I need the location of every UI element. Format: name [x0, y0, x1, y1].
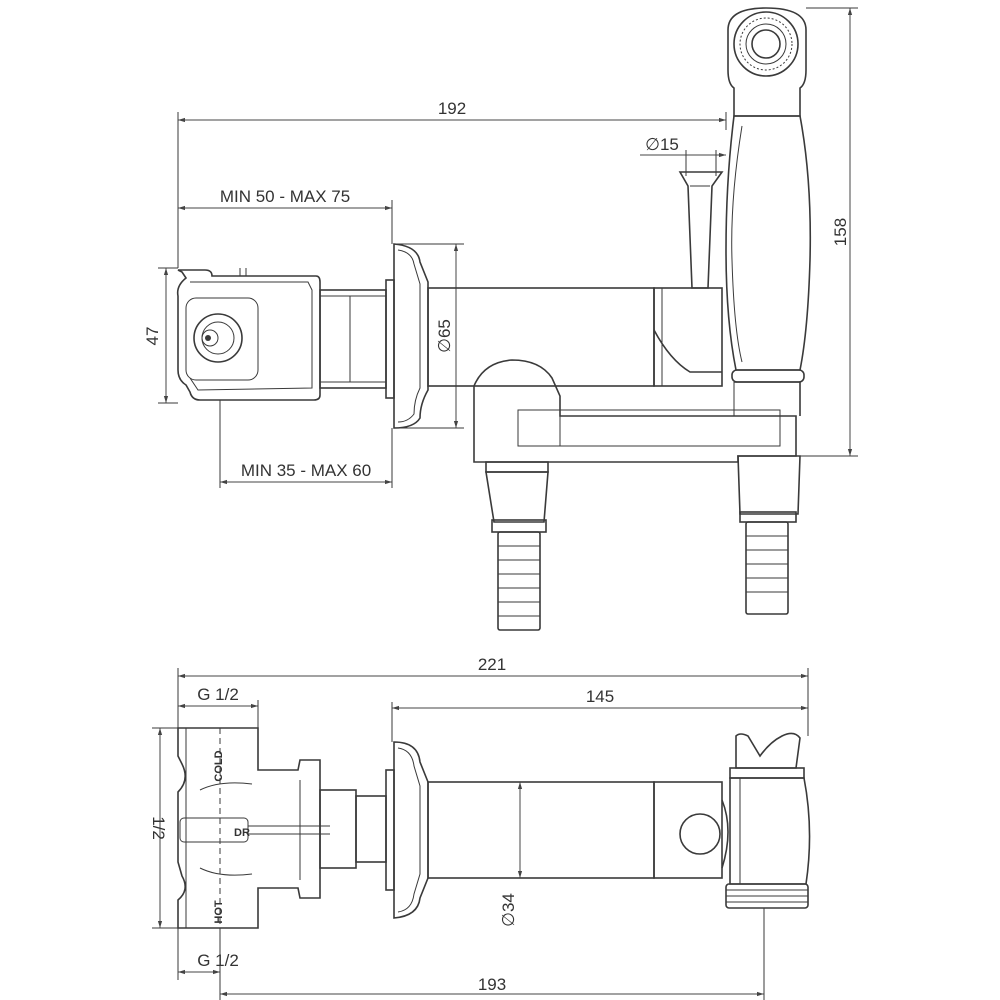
dim-d34-text: ∅34	[499, 893, 518, 927]
valve-box	[176, 268, 321, 401]
dim-side-half-text: 1/2	[149, 816, 168, 840]
dimension-221: 221	[177, 655, 809, 736]
wall-flange	[393, 243, 429, 429]
top-view: 192 MIN 50 - MAX 75 47 MIN 35 - MAX 60	[143, 7, 858, 631]
left-hose-connector	[485, 461, 549, 631]
outlet-arm	[473, 359, 797, 463]
dimension-d15: ∅15	[640, 135, 726, 176]
dimension-158: 158	[800, 7, 858, 457]
dim-g12-top-text: G 1/2	[197, 685, 239, 704]
dim-min35-text: MIN 35 - MAX 60	[241, 461, 371, 480]
bottom-view: 221 G 1/2 145 1/2	[149, 655, 811, 1000]
right-hose-connector	[737, 455, 801, 615]
dimension-min35-max60: MIN 35 - MAX 60	[219, 400, 393, 488]
mixer-body	[427, 287, 723, 387]
dimension-side-half: 1/2	[149, 727, 178, 929]
label-dr: DR	[234, 827, 250, 839]
dimension-145: 145	[391, 687, 808, 742]
dim-min50-text: MIN 50 - MAX 75	[220, 187, 350, 206]
dim-d15-text: ∅15	[645, 135, 679, 154]
dimension-min50-max75: MIN 50 - MAX 75	[178, 187, 393, 244]
label-hot: HOT	[213, 900, 225, 924]
valve-body-side: COLD DR HOT	[177, 727, 330, 929]
connector-sleeve-side	[319, 769, 395, 891]
dim-g12-bottom-text: G 1/2	[197, 951, 239, 970]
dimension-d34: ∅34	[499, 782, 523, 927]
connector-sleeve	[319, 279, 395, 399]
dim-158-text: 158	[831, 218, 850, 246]
dim-d65-text: ∅65	[435, 319, 454, 353]
dim-192-text: 192	[438, 99, 466, 118]
lever-handle	[678, 171, 724, 289]
dim-145-text: 145	[586, 687, 614, 706]
label-cold: COLD	[213, 750, 225, 781]
body-cylinder	[427, 781, 729, 879]
hand-shower	[725, 7, 812, 416]
dimension-d65: ∅65	[394, 243, 464, 429]
wall-flange-side	[393, 741, 429, 919]
dimension-g12-bottom: G 1/2	[177, 928, 239, 1000]
dimension-47: 47	[143, 267, 178, 404]
right-hose	[745, 521, 789, 615]
shower-holder-side	[725, 732, 811, 909]
dimension-192: 192	[177, 99, 727, 268]
dim-221-text: 221	[478, 655, 506, 674]
left-hose	[497, 531, 541, 631]
dimension-193: 193	[220, 908, 765, 1000]
dimension-g12-top: G 1/2	[178, 685, 259, 728]
dim-47-text: 47	[143, 327, 162, 346]
dim-193-text: 193	[478, 975, 506, 994]
